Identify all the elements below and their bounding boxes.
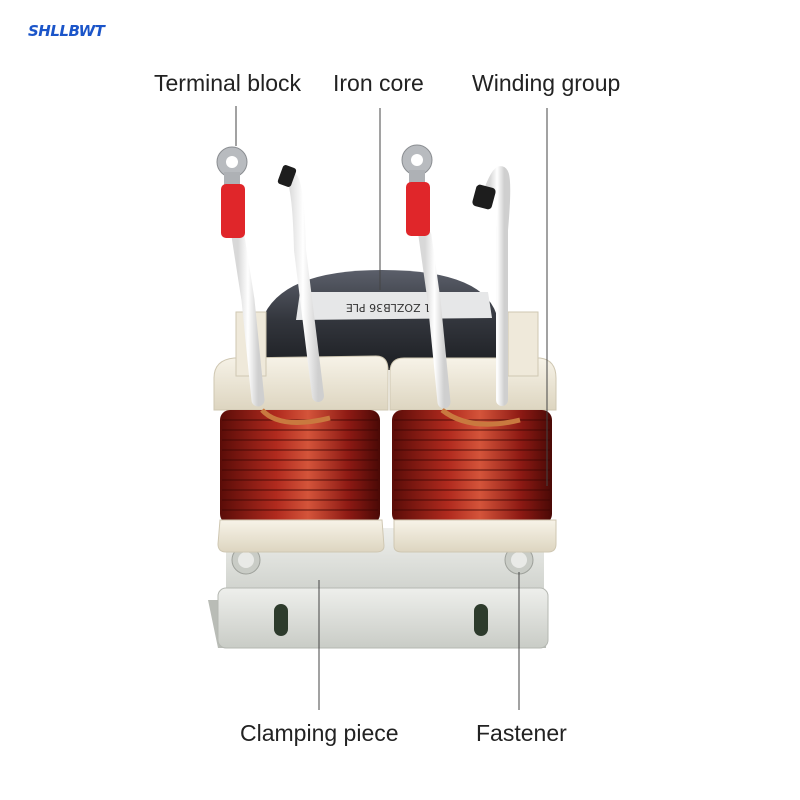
label-terminal-block: Terminal block (154, 70, 301, 96)
terminal-lugs (216, 144, 433, 238)
core-marking: 01 ZOZLB36 PLE (346, 301, 438, 314)
left-winding (220, 410, 380, 524)
label-winding-group: Winding group (472, 70, 621, 96)
brand-logo: SHLLBWT (28, 22, 105, 40)
label-clamping-piece: Clamping piece (240, 720, 399, 746)
right-winding (392, 410, 552, 524)
label-fastener: Fastener (476, 720, 567, 746)
lead-wires (231, 165, 511, 409)
label-iron-core: Iron core (333, 70, 424, 96)
